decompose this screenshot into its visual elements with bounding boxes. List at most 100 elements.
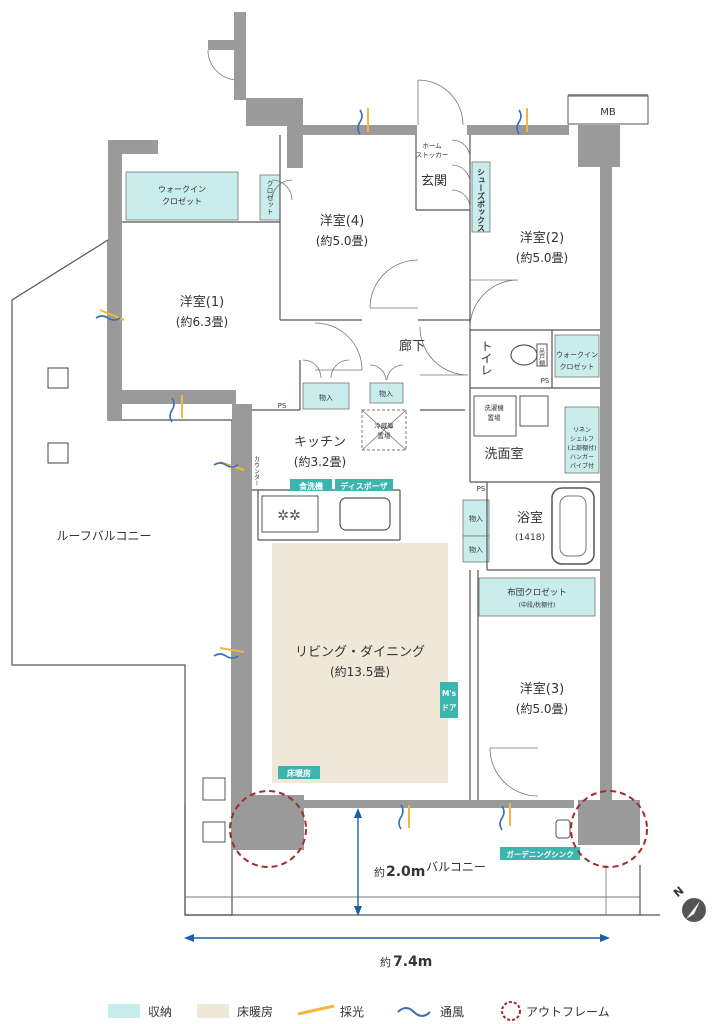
legend-wind-label: 通風 <box>440 1005 464 1019</box>
room-entrance: 玄関 <box>421 174 447 189</box>
walkin-closet-2 <box>554 334 600 378</box>
room-balcony: バルコニー <box>426 860 486 874</box>
room-living-size: (約13.5畳) <box>330 664 390 679</box>
balcony-sink <box>555 819 571 839</box>
balcony-vent-2 <box>202 821 226 843</box>
tag-disposer-bg <box>335 479 393 491</box>
legend-outframe-label: アウトフレーム <box>526 1005 610 1019</box>
mb-box <box>567 95 649 125</box>
storage-corridor-2 <box>369 382 404 404</box>
label-walkin2-line1: ウォークイン <box>556 351 598 359</box>
ventilation-markers <box>95 109 522 831</box>
label-fridge-1: 冷蔵庫 <box>374 421 394 430</box>
room-western2-name: 洋室(2) <box>520 230 564 246</box>
legend-outframe-icon <box>501 1001 521 1021</box>
tag-dishwasher: 食洗機 <box>299 481 323 491</box>
room-western3-name: 洋室(3) <box>520 681 564 697</box>
label-storage2: 物入 <box>379 389 393 398</box>
room-western4-size: (約5.0畳) <box>316 233 368 248</box>
legend-light-icon <box>297 1004 335 1016</box>
kitchen-sink <box>339 497 391 531</box>
label-walkin1-line2: クロゼット <box>162 196 202 206</box>
mb-label: MB <box>600 107 616 118</box>
label-fridge-2: 置場 <box>378 431 392 440</box>
room-bath-name: 浴室 <box>517 510 543 526</box>
fridge-diagonal-2 <box>361 409 407 451</box>
room-western3-size: (約5.0畳) <box>516 701 568 716</box>
label-walkin1-line1: ウォークイン <box>158 185 206 194</box>
label-toilet-shelf: 吊戸棚 <box>538 348 545 367</box>
label-linen-1: リネン <box>573 427 591 434</box>
legend-light-label: 採光 <box>340 1005 364 1019</box>
legend-wind-icon <box>397 1007 431 1017</box>
door-swings <box>207 49 539 797</box>
label-linen-2: シェルフ <box>570 436 594 443</box>
label-laundry-2: 置場 <box>488 413 502 422</box>
legend-heating-label: 床暖房 <box>237 1004 273 1019</box>
room-labels: 洋室(4) (約5.0畳) 洋室(2) (約5.0畳) 洋室(1) (約6.3畳… <box>56 174 568 874</box>
label-home-stocker-2: ストッカー <box>416 151 449 159</box>
balcony-outline <box>184 805 660 916</box>
tag-ms-door-1: M's <box>442 689 457 698</box>
label-linen-4: ハンガー <box>570 453 594 461</box>
room-kitchen-name: キッチン <box>294 435 346 450</box>
label-walkin2-line2: クロゼット <box>560 362 595 371</box>
legend-storage-label: 収納 <box>148 1005 172 1019</box>
tag-floor-heating: 床暖房 <box>287 768 311 778</box>
label-storage3: 物入 <box>469 514 483 523</box>
room-western4-name: 洋室(4) <box>320 213 364 229</box>
label-ps1: PS <box>278 402 287 410</box>
stove <box>261 495 319 533</box>
compass-icon: N <box>671 884 706 922</box>
depth-value: 2.0m <box>386 864 425 880</box>
width-prefix: 約 <box>380 955 391 969</box>
tag-disposer: ディスポーザ <box>340 481 387 491</box>
compass-label: N <box>671 884 686 900</box>
label-futon-sub: (中段/枕棚付) <box>519 601 556 609</box>
stove-burner-icon: ✲✲ <box>277 508 300 524</box>
balcony-vent <box>202 777 226 801</box>
bathtub <box>551 487 595 565</box>
room-washroom: 洗面室 <box>484 446 523 462</box>
small-labels: ウォークイン クロゼット クロゼット ホーム ストッカー シューズボックス ウォ… <box>158 142 598 609</box>
room-western2-size: (約5.0畳) <box>516 250 568 265</box>
room-corridor: 廊下 <box>399 338 425 354</box>
tag-dishwasher-bg <box>290 479 332 491</box>
dimension-depth <box>354 808 362 916</box>
room-western1-size: (約6.3畳) <box>176 314 228 329</box>
label-counter: カウンター <box>253 456 260 486</box>
tag-ms-door-2: ドア <box>442 703 457 712</box>
room-roof-balcony: ルーフバルコニー <box>56 529 151 543</box>
roof-balcony-vent-1 <box>47 367 69 389</box>
label-ps2: PS <box>541 377 550 385</box>
dimension-width <box>184 934 610 942</box>
futon-closet <box>478 577 596 617</box>
toilet-bowl <box>510 344 538 366</box>
room-toilet: トイレ <box>479 340 493 376</box>
label-storage4: 物入 <box>469 545 483 554</box>
room-kitchen-size: (約3.2畳) <box>294 454 346 469</box>
toilet-tank <box>536 343 548 367</box>
label-futon-closet: 布団クロゼット <box>507 587 567 598</box>
depth-prefix: 約 <box>374 865 385 879</box>
legend: 収納 床暖房 採光 通風 アウトフレーム <box>108 1001 610 1021</box>
legend-storage-swatch <box>108 1004 140 1018</box>
legend-heating-swatch <box>197 1004 229 1018</box>
laundry-machine <box>473 395 517 437</box>
outframe-marker-left <box>229 790 307 868</box>
roof-balcony-vent-2 <box>47 442 69 464</box>
label-storage1: 物入 <box>319 393 333 402</box>
label-linen-5: パイプ付 <box>570 462 594 470</box>
feature-tags: 食洗機 ディスポーザ 床暖房 M's ドア ガーデニングシンク <box>278 479 580 860</box>
tag-gardening-sink: ガーデニングシンク <box>506 849 574 859</box>
linen-shelf <box>564 406 600 474</box>
floor-heating-area <box>272 543 448 783</box>
label-laundry-1: 洗濯機 <box>484 403 504 412</box>
walkin-closet-1 <box>125 171 239 221</box>
room-living-name: リビング・ダイニング <box>295 645 425 660</box>
tag-ms-door-bg <box>440 682 458 718</box>
label-home-stocker-1: ホーム <box>422 142 442 150</box>
label-closet: クロゼット <box>266 180 274 215</box>
width-value: 7.4m <box>393 954 432 970</box>
